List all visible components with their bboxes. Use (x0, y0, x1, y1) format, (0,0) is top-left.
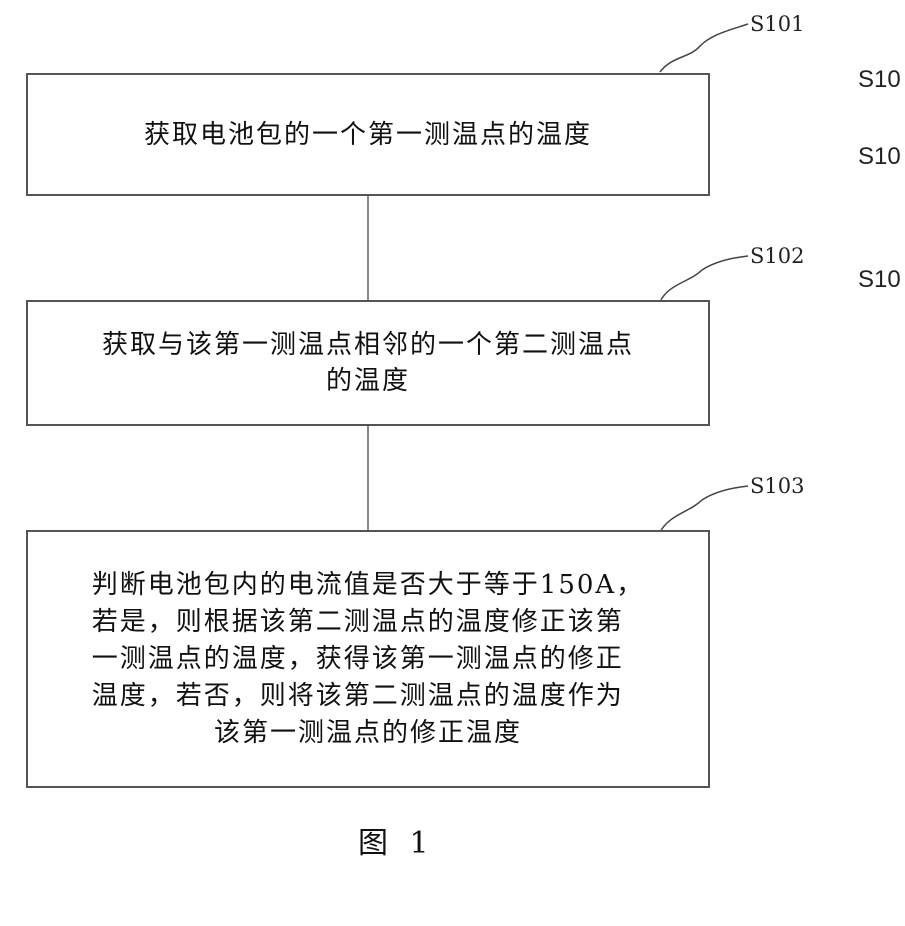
step-text-s101: 获取电池包的一个第一测温点的温度 (132, 117, 604, 153)
figure-caption: 图 1 (358, 818, 435, 862)
step-id-s101: S101 (750, 12, 804, 36)
step-text-s103-line: 判断电池包内的电流值是否大于等于150A， (92, 567, 644, 604)
step-text-s103-line: 若是，则根据该第二测温点的温度修正该第 (92, 604, 644, 641)
step-text-s103-line: 一测温点的温度，获得该第一测温点的修正 (92, 641, 644, 678)
leader-s103 (660, 486, 748, 532)
step-box-s102: 获取与该第一测温点相邻的一个第二测温点 的温度 (26, 300, 710, 426)
step-text-s102: 获取与该第一测温点相邻的一个第二测温点 的温度 (90, 327, 646, 399)
step-text-s103-line: 温度，若否，则将该第二测温点的温度作为 (92, 678, 644, 715)
step-id-s102: S102 (750, 244, 804, 268)
side-label-3: S10 (858, 266, 901, 294)
step-box-s103: 判断电池包内的电流值是否大于等于150A， 若是，则根据该第二测温点的温度修正该… (26, 530, 710, 788)
leader-s102 (660, 256, 748, 302)
step-text-s103: 判断电池包内的电流值是否大于等于150A， 若是，则根据该第二测温点的温度修正该… (76, 567, 660, 752)
leader-s101 (660, 24, 748, 72)
step-text-s103-line: 该第一测温点的修正温度 (92, 715, 644, 752)
step-text-s102-line: 获取与该第一测温点相邻的一个第二测温点 (102, 327, 634, 363)
step-box-s101: 获取电池包的一个第一测温点的温度 (26, 73, 710, 196)
step-text-s102-line: 的温度 (102, 363, 634, 399)
side-label-2: S10 (858, 143, 901, 171)
side-label-1: S10 (858, 66, 901, 94)
step-id-s103: S103 (750, 474, 804, 498)
